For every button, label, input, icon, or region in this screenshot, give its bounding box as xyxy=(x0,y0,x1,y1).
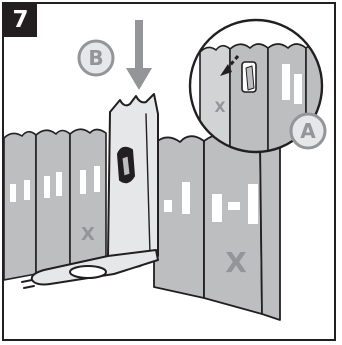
insert-arrow-icon xyxy=(220,55,240,76)
fence-mark-large: X xyxy=(225,246,247,279)
magnifier-mark: X xyxy=(215,100,226,116)
callout-b: B xyxy=(77,39,115,77)
fence-back-row xyxy=(4,128,107,281)
hook-bracket xyxy=(21,93,159,289)
callout-b-label: B xyxy=(88,46,103,70)
callout-a: A xyxy=(289,112,327,150)
down-arrow-icon xyxy=(126,20,152,90)
fence-stencil-marks xyxy=(10,166,258,224)
panel-frame: X X xyxy=(2,2,336,341)
callout-a-label: A xyxy=(300,119,316,143)
fence-front-row xyxy=(153,133,281,321)
step-number-badge: 7 xyxy=(4,4,37,37)
assembly-illustration: X X xyxy=(4,18,327,321)
detail-magnifier: X xyxy=(188,18,324,154)
fence-mark-small: X xyxy=(81,224,95,245)
